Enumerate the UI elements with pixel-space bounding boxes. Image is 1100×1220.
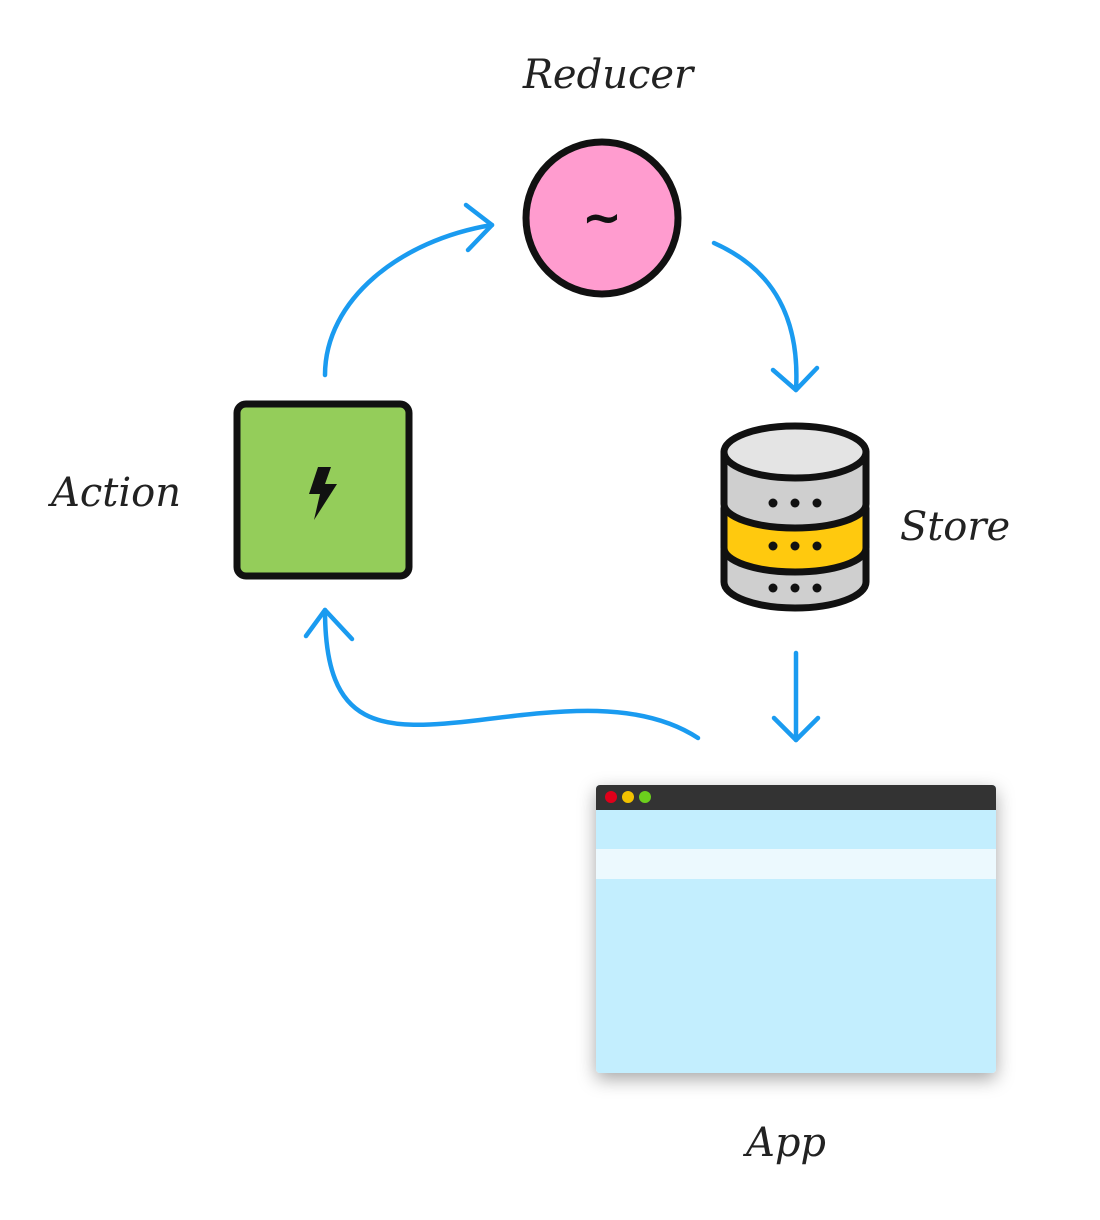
app-label: App xyxy=(742,1120,826,1166)
browser-highlight-row xyxy=(596,849,996,879)
database-icon xyxy=(720,422,870,612)
browser-window-icon xyxy=(596,785,996,1073)
lightning-bolt-icon xyxy=(309,467,337,520)
action-node xyxy=(233,400,413,580)
action-label: Action xyxy=(47,470,181,516)
window-close-dot xyxy=(605,791,617,803)
store-node xyxy=(720,422,870,612)
edge-reducer-to-store xyxy=(711,240,820,393)
reducer-node: ~ xyxy=(522,138,682,298)
app-node xyxy=(596,785,996,1073)
store-label: Store xyxy=(900,504,1010,550)
reducer-circle xyxy=(522,138,682,298)
tilde-icon: ~ xyxy=(582,190,622,246)
browser-titlebar xyxy=(596,785,996,810)
edge-store-to-app xyxy=(771,650,821,743)
edge-app-to-action xyxy=(303,607,701,741)
window-minimize-dot xyxy=(622,791,634,803)
reducer-label: Reducer xyxy=(522,52,696,98)
edge-action-to-reducer xyxy=(322,202,495,378)
window-maximize-dot xyxy=(639,791,651,803)
